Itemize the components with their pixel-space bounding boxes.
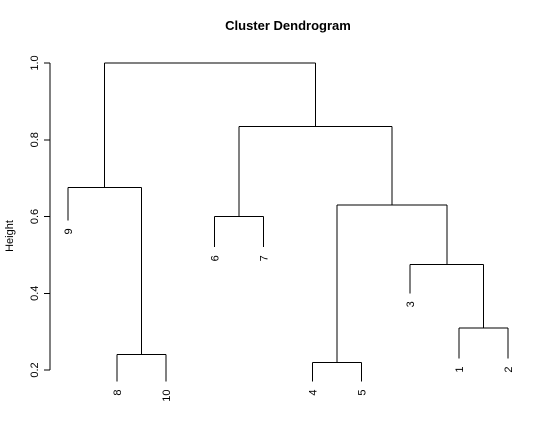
leaf-label-9: 9 bbox=[63, 228, 75, 234]
y-tick-label-3: 0.8 bbox=[29, 132, 41, 147]
y-axis: 0.2 0.4 0.6 0.8 1.0 bbox=[29, 55, 51, 378]
leaf-label-2: 2 bbox=[503, 366, 515, 372]
leaf-label-3: 3 bbox=[405, 301, 417, 307]
leaf-label-8: 8 bbox=[112, 390, 124, 396]
leaf-labels: 9 8 10 6 7 4 5 3 1 2 bbox=[63, 228, 515, 401]
leaf-label-10: 10 bbox=[161, 390, 173, 402]
y-tick-label-1: 0.4 bbox=[29, 286, 41, 301]
leaf-label-4: 4 bbox=[307, 390, 319, 396]
chart-title: Cluster Dendrogram bbox=[225, 18, 351, 33]
dendrogram-tree bbox=[67, 62, 509, 382]
y-tick-label-4: 1.0 bbox=[29, 55, 41, 70]
leaf-label-7: 7 bbox=[259, 255, 271, 261]
leaf-label-5: 5 bbox=[356, 390, 368, 396]
y-axis-label: Height bbox=[4, 220, 16, 252]
y-tick-label-0: 0.2 bbox=[29, 362, 41, 377]
leaf-label-1: 1 bbox=[454, 366, 466, 372]
y-tick-label-2: 0.6 bbox=[29, 209, 41, 224]
leaf-label-6: 6 bbox=[210, 255, 222, 261]
